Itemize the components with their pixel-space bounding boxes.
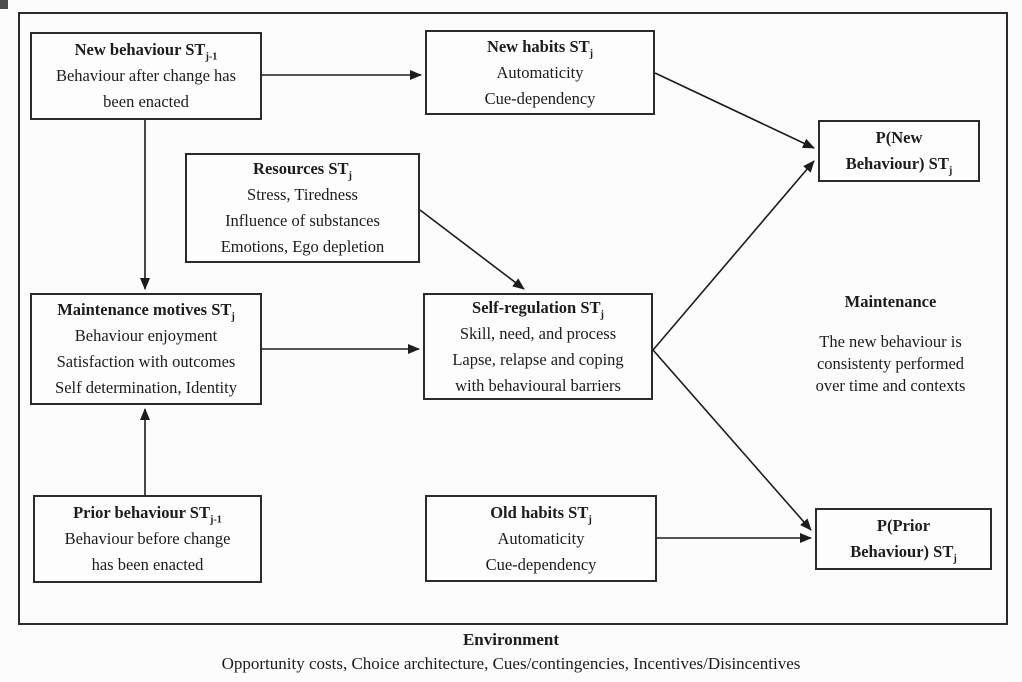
box-body-line: Behaviour before change	[64, 529, 231, 548]
subscript: j-1	[210, 514, 222, 526]
box-self-regulation: Self-regulation STj Skill, need, and pro…	[423, 293, 653, 400]
diagram-outer-border	[18, 12, 1008, 625]
box-p-prior-behaviour: P(Prior Behaviour) STj	[815, 508, 992, 570]
maintenance-note-line: The new behaviour is	[819, 332, 962, 351]
box-p-new-behaviour: P(New Behaviour) STj	[818, 120, 980, 182]
maintenance-note-title: Maintenance	[844, 292, 937, 311]
box-title: Prior behaviour STj-1	[73, 503, 222, 526]
environment-caption: Environment Opportunity costs, Choice ar…	[0, 628, 1022, 676]
box-maintenance-motives: Maintenance motives STj Behaviour enjoym…	[30, 293, 262, 405]
box-title: Old habits STj	[490, 502, 592, 525]
box-body-line: has been enacted	[91, 555, 204, 574]
subscript: j	[231, 311, 235, 323]
maintenance-note-line: over time and contexts	[815, 376, 966, 395]
box-body-line: Skill, need, and process	[459, 323, 617, 343]
subscript: j	[589, 47, 594, 59]
box-title: New habits STj	[486, 36, 594, 59]
box-body-line: Lapse, relapse and coping	[452, 349, 624, 369]
box-body-line: Automaticity	[497, 528, 585, 548]
maintenance-note-line: consistenty performed	[816, 354, 965, 373]
box-prior-behaviour: Prior behaviour STj-1 Behaviour before c…	[33, 495, 262, 583]
subscript: j	[953, 553, 957, 565]
box-body-line: Behaviour enjoyment	[74, 326, 218, 345]
box-title-line: Behaviour) STj	[850, 542, 957, 565]
box-body-line: Cue-dependency	[485, 554, 597, 574]
subscript: j	[948, 165, 953, 177]
box-body-line: Behaviour after change has	[55, 66, 237, 85]
scan-artifact	[0, 0, 8, 9]
box-title: Resources STj	[253, 159, 352, 182]
box-body-line: been enacted	[103, 92, 189, 111]
box-body-line: with behavioural barriers	[455, 375, 621, 395]
maintenance-note: Maintenance The new behaviour is consist…	[783, 289, 998, 397]
subscript: j	[588, 513, 592, 525]
box-title-line: P(Prior	[876, 516, 931, 535]
box-title-line: Behaviour) STj	[845, 154, 953, 177]
box-body-line: Cue-dependency	[484, 88, 596, 108]
environment-body: Opportunity costs, Choice architecture, …	[221, 654, 801, 673]
box-new-behaviour: New behaviour STj-1 Behaviour after chan…	[30, 32, 262, 120]
box-body-line: Self determination, Identity	[55, 378, 237, 397]
box-title: Self-regulation STj	[472, 297, 604, 320]
environment-title: Environment	[462, 630, 560, 649]
subscript: j	[600, 308, 604, 320]
subscript: j-1	[205, 51, 218, 63]
box-body-line: Automaticity	[496, 62, 584, 82]
box-old-habits: Old habits STj Automaticity Cue-dependen…	[425, 495, 657, 582]
box-title-line: P(New	[875, 128, 923, 147]
box-body-line: Satisfaction with outcomes	[56, 352, 236, 371]
box-title: Maintenance motives STj	[57, 300, 235, 323]
box-title: New behaviour STj-1	[74, 40, 218, 63]
box-resources: Resources STj Stress, Tiredness Influenc…	[185, 153, 420, 263]
box-body-line: Emotions, Ego depletion	[220, 237, 385, 256]
box-body-line: Stress, Tiredness	[247, 185, 358, 204]
box-new-habits: New habits STj Automaticity Cue-dependen…	[425, 30, 655, 115]
subscript: j	[348, 170, 352, 182]
box-body-line: Influence of substances	[225, 211, 380, 230]
